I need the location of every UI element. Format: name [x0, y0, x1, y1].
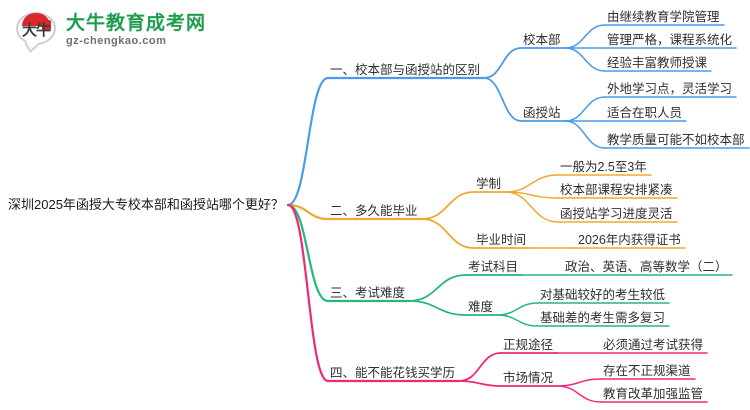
sub-node-3-2[interactable]: 难度 [468, 300, 494, 314]
logo-red-cap-icon [22, 13, 51, 31]
leaf-node-1-2-3[interactable]: 教学质量可能不如校本部 [607, 133, 745, 147]
leaf-node-2-1-2[interactable]: 校本部课程安排紧凑 [560, 183, 673, 197]
leaf-node-4-1-1[interactable]: 必须通过考试获得 [603, 338, 704, 352]
leaf-node-3-2-2[interactable]: 基础差的考生需多复习 [540, 311, 666, 325]
sub-node-3-1[interactable]: 考试科目 [468, 260, 519, 274]
leaf-node-1-1-1[interactable]: 由继续教育学院管理 [607, 10, 720, 24]
leaf-node-2-1-1[interactable]: 一般为2.5至3年 [560, 160, 647, 174]
sub-node-4-1[interactable]: 正规途径 [503, 338, 554, 352]
leaf-node-1-1-3[interactable]: 经验丰富教师授课 [607, 56, 708, 70]
branch-node-1[interactable]: 一、校本部与函授站的区别 [330, 63, 481, 77]
logo-title: 大牛教育成考网 [66, 12, 207, 34]
leaf-node-1-2-1[interactable]: 外地学习点，灵活学习 [607, 82, 733, 96]
sub-node-1-2[interactable]: 函授站 [523, 106, 561, 120]
sub-node-2-1[interactable]: 学制 [476, 177, 502, 191]
logo-wordmark: 大牛教育成考网 gz-chengkao.com [66, 13, 206, 48]
sub-node-2-2[interactable]: 毕业时间 [476, 233, 527, 247]
leaf-node-3-2-1[interactable]: 对基础较好的考生较低 [540, 288, 666, 302]
leaf-node-3-1-1[interactable]: 政治、英语、高等数学（二） [565, 260, 728, 274]
logo-bull-icon: 大牛 [14, 10, 60, 50]
site-logo: 大牛 大牛教育成考网 gz-chengkao.com [14, 8, 214, 52]
sub-node-1-1[interactable]: 校本部 [523, 33, 561, 47]
root-node[interactable]: 深圳2025年函授大专校本部和函授站哪个更好？ [8, 197, 284, 212]
leaf-node-1-2-2[interactable]: 适合在职人员 [607, 106, 683, 120]
leaf-node-4-2-2[interactable]: 教育改革加强监管 [603, 387, 704, 401]
branch-node-3[interactable]: 三、考试难度 [330, 286, 406, 300]
branch-node-4[interactable]: 四、能不能花钱买学历 [330, 366, 456, 380]
logo-mark-text: 大牛 [21, 22, 51, 39]
leaf-node-4-2-1[interactable]: 存在不正规渠道 [603, 364, 691, 378]
leaf-node-2-1-3[interactable]: 函授站学习进度灵活 [560, 207, 673, 221]
logo-subtitle: gz-chengkao.com [66, 34, 167, 47]
sub-node-4-2[interactable]: 市场情况 [503, 371, 554, 385]
leaf-node-2-2-1[interactable]: 2026年内获得证书 [578, 233, 681, 247]
leaf-node-1-1-2[interactable]: 管理严格，课程系统化 [607, 33, 733, 47]
branch-node-2[interactable]: 二、多久能毕业 [330, 204, 418, 218]
